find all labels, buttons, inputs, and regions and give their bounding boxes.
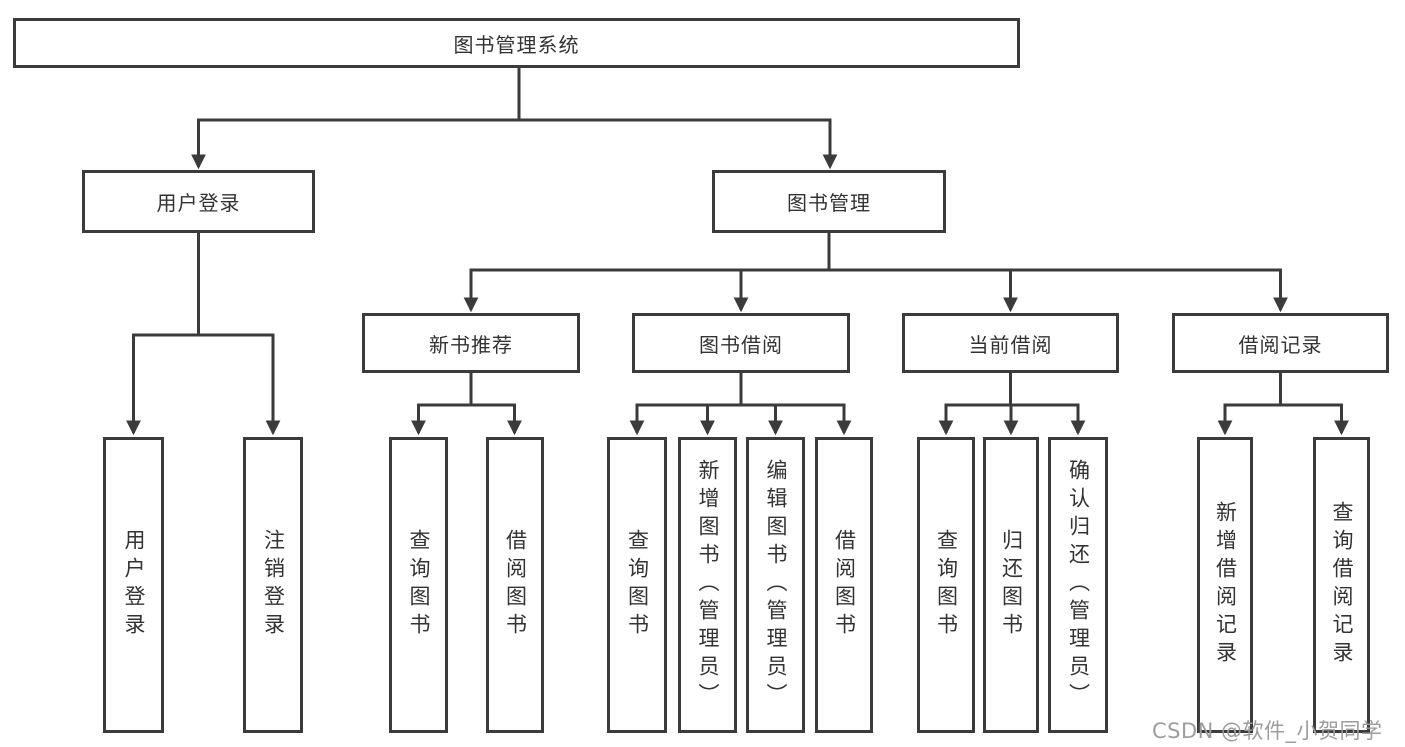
node-label: 用户登录 bbox=[156, 191, 241, 215]
node-label: 图书借阅 bbox=[699, 332, 783, 357]
node-label: 查询图书 bbox=[934, 529, 959, 641]
leaf-confirm-return-admin: 确认归还（管理员） bbox=[1048, 437, 1108, 733]
node-library-management-system: 图书管理系统 bbox=[13, 18, 1020, 68]
leaf-query-books-recommend: 查询图书 bbox=[389, 437, 448, 733]
node-label: 确认归还（管理员） bbox=[1066, 459, 1091, 711]
watermark: CSDN @软件_小贺同学 bbox=[1152, 719, 1383, 743]
node-label: 新增图书（管理员） bbox=[696, 459, 720, 711]
leaf-add-books-admin: 新增图书（管理员） bbox=[678, 437, 737, 733]
node-label: 归还图书 bbox=[999, 529, 1024, 641]
leaf-user-login: 用户登录 bbox=[103, 437, 164, 733]
leaf-add-borrow-record: 新增借阅记录 bbox=[1197, 437, 1253, 733]
leaf-query-books-borrow: 查询图书 bbox=[607, 437, 667, 733]
node-book-borrowing: 图书借阅 bbox=[632, 313, 850, 373]
node-label: 借阅记录 bbox=[1238, 332, 1323, 357]
node-label: 图书管理系统 bbox=[453, 32, 580, 57]
leaf-edit-books-admin: 编辑图书（管理员） bbox=[746, 437, 805, 733]
node-label: 图书管理 bbox=[787, 191, 871, 215]
node-book-management: 图书管理 bbox=[712, 170, 946, 233]
leaf-query-borrow-record: 查询借阅记录 bbox=[1313, 437, 1370, 733]
node-label: 编辑图书（管理员） bbox=[764, 459, 788, 711]
node-user-login: 用户登录 bbox=[82, 170, 315, 233]
node-label: 新增借阅记录 bbox=[1213, 501, 1238, 669]
node-new-book-recommendation: 新书推荐 bbox=[362, 313, 580, 373]
leaf-borrow-books: 借阅图书 bbox=[815, 437, 873, 733]
node-label: 查询借阅记录 bbox=[1330, 501, 1354, 669]
node-borrowing-records: 借阅记录 bbox=[1172, 313, 1389, 373]
node-label: 查询图书 bbox=[407, 529, 431, 641]
leaf-logout: 注销登录 bbox=[243, 437, 303, 733]
node-label: 用户登录 bbox=[122, 529, 146, 641]
node-label: 借阅图书 bbox=[832, 529, 857, 641]
leaf-return-books: 归还图书 bbox=[983, 437, 1039, 733]
node-label: 借阅图书 bbox=[503, 529, 528, 641]
node-label: 新书推荐 bbox=[429, 332, 513, 357]
node-label: 当前借阅 bbox=[968, 332, 1053, 357]
node-label: 查询图书 bbox=[625, 529, 650, 641]
node-current-borrowing: 当前借阅 bbox=[902, 313, 1119, 373]
node-label: 注销登录 bbox=[261, 529, 286, 641]
leaf-query-books-current: 查询图书 bbox=[917, 437, 975, 733]
leaf-borrow-books-recommend: 借阅图书 bbox=[486, 437, 544, 733]
